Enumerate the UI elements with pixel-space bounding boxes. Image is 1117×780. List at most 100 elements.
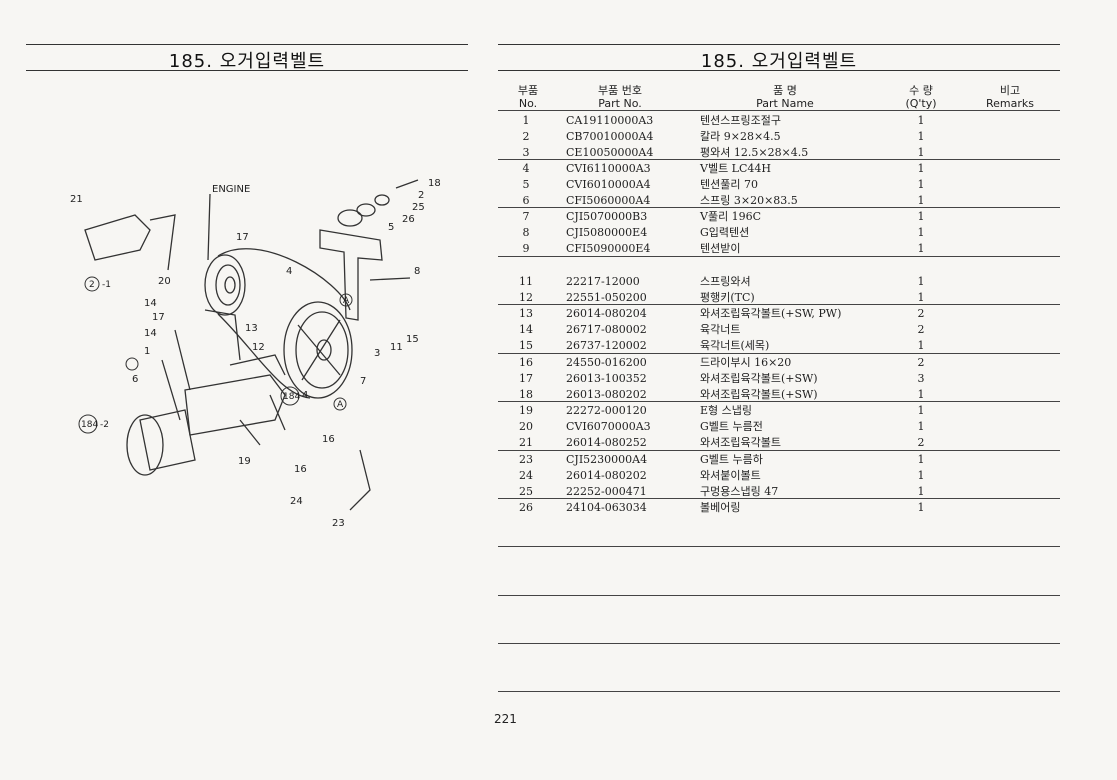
svg-text:8: 8 [414,266,420,277]
table-row: 20 CVI6070000A3 G벨트 누름전 1 [498,419,1060,435]
header-remarks-ko: 비고 [999,84,1021,97]
group-rule [498,159,1060,160]
part-number-index: 9 [522,242,530,255]
part-code: CB70010000A4 [566,130,654,143]
part-number-index: 5 [522,178,530,191]
part-quantity: 1 [917,114,925,127]
part-number-index: 23 [519,453,533,466]
part-name: 텐션받이 [700,242,741,255]
right-page-title: 185. 오거입력벨트 [700,51,858,72]
part-quantity: 1 [917,485,925,498]
part-name: 칼라 9×28×4.5 [700,130,781,143]
parts-diagram: 21 ENGINE 18 2 25 26 5 17 8 4 20 14 17 1… [70,178,441,529]
part-quantity: 1 [917,146,925,159]
part-number-index: 13 [519,307,533,320]
header-part-name: 품 명 Part Name [730,84,840,110]
svg-text:2: 2 [89,280,95,290]
part-number-index: 8 [522,226,530,239]
svg-text:4: 4 [302,390,308,401]
part-name: 와셔조립육각볼트(+SW) [700,388,818,401]
part-code: 22252-000471 [566,485,647,498]
part-code: CFI5060000A4 [566,194,651,207]
part-quantity: 1 [917,469,925,482]
svg-text:3: 3 [374,348,380,359]
svg-text:25: 25 [412,202,425,213]
svg-text:19: 19 [238,456,251,467]
header-no-ko: 부품 [517,84,539,97]
group-rule [498,546,1060,547]
part-quantity: 1 [917,339,925,352]
part-number-index: 21 [519,436,533,449]
part-quantity: 1 [917,178,925,191]
part-code: CVI6070000A3 [566,420,651,433]
table-row: 23 CJI5230000A4 G벨트 누름하 1 [498,452,1060,468]
group-rule [498,401,1060,402]
svg-text:6: 6 [132,374,138,385]
part-name: 평행키(TC) [700,291,755,304]
header-part-no-ko: 부품 번호 [598,84,642,97]
part-quantity: 1 [917,420,925,433]
svg-text:-1: -1 [102,280,111,290]
svg-text:16: 16 [294,464,307,475]
part-code: CJI5070000B3 [566,210,648,223]
part-quantity: 1 [917,130,925,143]
part-code: 26013-100352 [566,372,647,385]
part-number-index: 14 [519,323,533,336]
svg-text:7: 7 [360,376,366,387]
part-quantity: 1 [917,275,925,288]
svg-text:A: A [337,400,344,410]
svg-text:14: 14 [144,328,157,339]
part-code: CJI5080000E4 [566,226,648,239]
svg-text:ENGINE: ENGINE [212,184,250,195]
part-code: 26717-080002 [566,323,647,336]
part-name: 구멍용스냅링 47 [700,485,779,498]
svg-text:21: 21 [70,194,83,205]
part-code: 22272-000120 [566,404,647,417]
header-part-name-en: Part Name [756,97,814,110]
part-quantity: 2 [917,436,925,449]
part-name: G입력텐션 [700,226,750,239]
part-quantity: 2 [917,356,925,369]
part-quantity: 1 [917,242,925,255]
table-row: 9 CFI5090000E4 텐션받이 1 [498,241,1060,257]
part-number-index: 20 [519,420,533,433]
part-name: G벨트 누름하 [700,453,763,466]
part-code: 24104-063034 [566,501,647,514]
svg-text:15: 15 [406,334,419,345]
left-page-title: 185. 오거입력벨트 [168,51,326,72]
svg-text:11: 11 [390,342,403,353]
header-part-no-en: Part No. [598,97,642,110]
part-code: CVI6110000A3 [566,162,651,175]
svg-text:13: 13 [245,323,258,334]
part-code: CFI5090000E4 [566,242,651,255]
part-quantity: 2 [917,323,925,336]
left-title-rule [26,70,468,71]
part-number-index: 26 [519,501,533,514]
part-name: 스프링 3×20×83.5 [700,194,798,207]
part-number-index: 17 [519,372,533,385]
part-number-index: 19 [519,404,533,417]
part-name: 와셔조립육각볼트(+SW) [700,372,818,385]
table-row: 5 CVI6010000A4 텐션풀리 70 1 [498,177,1060,193]
part-code: CJI5230000A4 [566,453,648,466]
header-qty-ko: 수 량 [909,84,933,97]
part-quantity: 1 [917,453,925,466]
svg-text:18: 18 [428,178,441,189]
part-name: E형 스냅링 [700,404,753,417]
part-code: 26014-080202 [566,469,647,482]
part-code: CVI6010000A4 [566,178,651,191]
part-name: 볼베어링 [700,501,741,514]
part-name: G벨트 누름전 [700,420,763,433]
part-name: 텐션풀리 70 [700,178,758,191]
